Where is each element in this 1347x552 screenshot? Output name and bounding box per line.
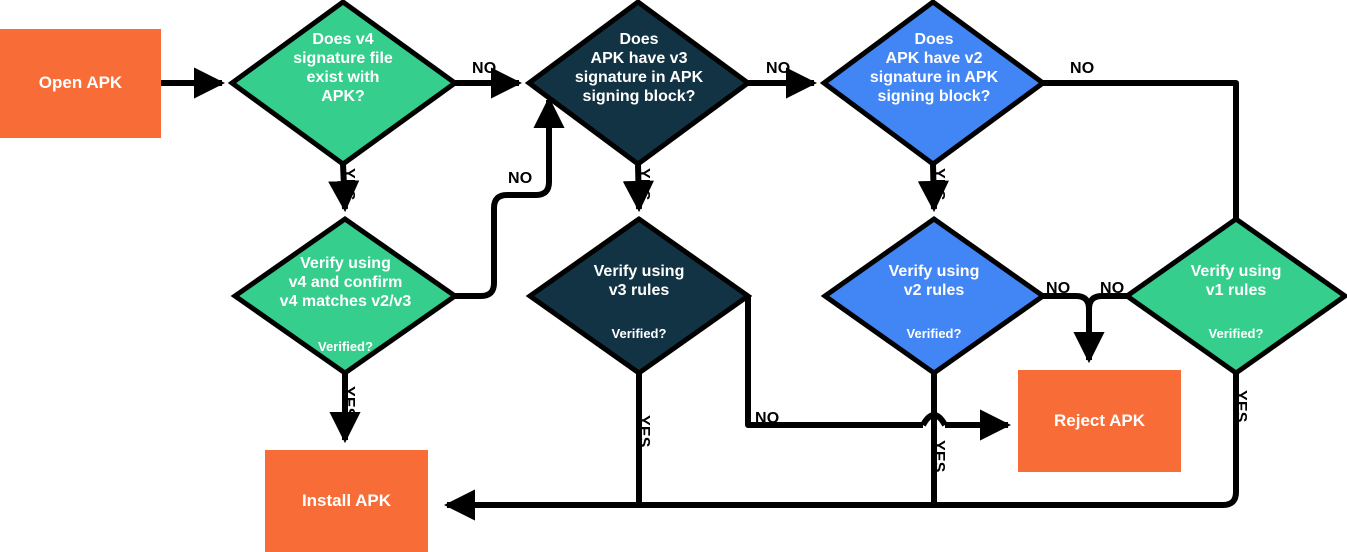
- edge-v2block-no-to-verifyv1: [1043, 80, 1239, 219]
- edge-verifyv2-no-to-reject: [1043, 293, 1105, 364]
- edge-v3block-yes-to-verifyv3: [622, 163, 654, 213]
- edge-label-v2-block-yes: YES: [930, 168, 947, 201]
- node-open-apk[interactable]: [0, 29, 161, 138]
- edge-label-v4-exists-no: NO: [472, 60, 497, 77]
- node-verify-v2[interactable]: [820, 215, 1048, 377]
- node-install-apk[interactable]: [265, 450, 428, 552]
- edge-label-verify-v4-yes: YES: [340, 386, 357, 419]
- edge-label-verify-v2-yes: YES: [930, 440, 947, 473]
- node-reject-apk[interactable]: [1018, 370, 1181, 472]
- edge-label-verify-v1-no: NO: [1100, 280, 1125, 297]
- edge-verifyv2-yes-to-install: [447, 373, 937, 508]
- edge-label-verify-v2-no: NO: [1046, 280, 1071, 297]
- edge-verifyv4-no-to-v3block: [455, 96, 565, 299]
- node-verify-v4[interactable]: [230, 215, 460, 377]
- node-verify-v1[interactable]: [1122, 215, 1347, 377]
- edge-verifyv1-yes-to-install: [447, 373, 1239, 508]
- edge-label-v2-block-no: NO: [1070, 60, 1095, 77]
- edge-verifyv1-no-to-reject: [1086, 293, 1127, 360]
- edge-label-v3-block-no: NO: [766, 60, 791, 77]
- node-v3-block[interactable]: [524, 0, 753, 168]
- node-verify-v3[interactable]: [525, 215, 753, 377]
- node-v2-block[interactable]: [819, 0, 1048, 168]
- edge-label-verify-v3-yes: YES: [635, 415, 652, 448]
- edge-label-verify-v1-yes: YES: [1232, 390, 1249, 423]
- node-v4-exists[interactable]: [227, 0, 460, 168]
- edge-v2block-yes-to-verifyv2: [917, 163, 949, 213]
- edge-label-verify-v3-no: NO: [755, 410, 780, 427]
- edge-verifyv3-no-to-reject: [745, 296, 923, 428]
- edge-label-v3-block-yes: YES: [635, 168, 652, 201]
- edge-verifyv3-yes-to-install: [443, 373, 642, 521]
- edge-label-verify-v4-no: NO: [508, 170, 533, 187]
- edge-label-v4-exists-yes: YES: [340, 168, 357, 201]
- edge-v4exists-yes-to-verifyv4: [328, 163, 360, 213]
